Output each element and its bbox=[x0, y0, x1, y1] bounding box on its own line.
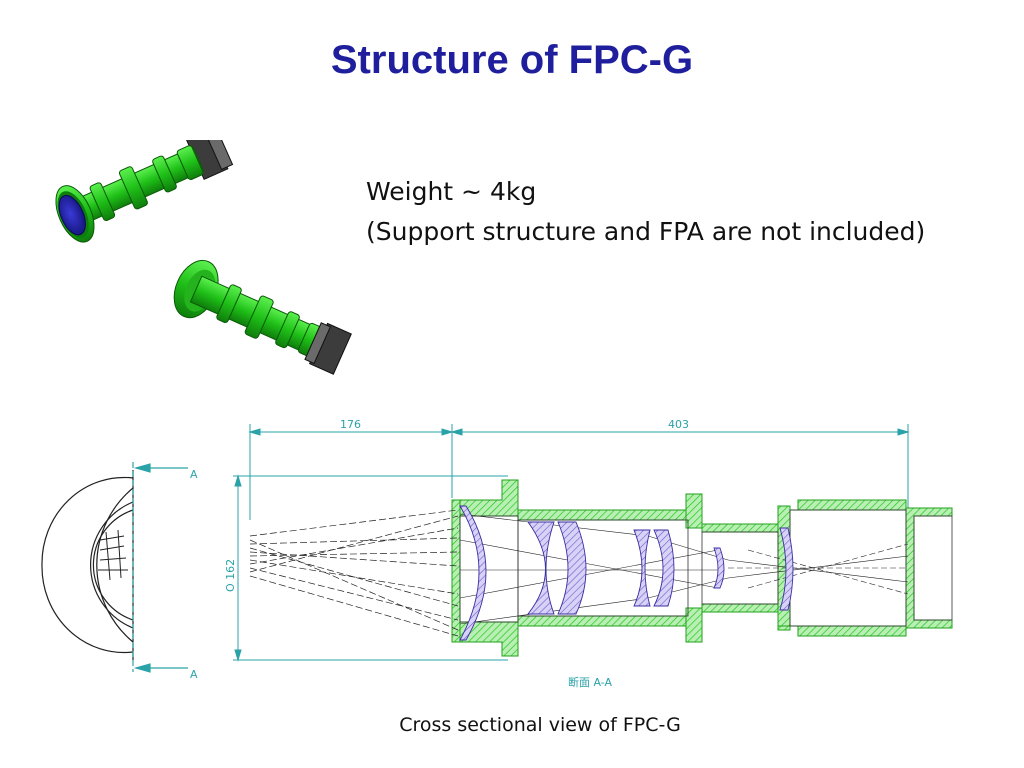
fpc-g-3d-models bbox=[55, 140, 352, 375]
section-mark-bottom: A bbox=[190, 668, 198, 681]
slide-title: Structure of FPC-G bbox=[330, 38, 694, 82]
lens-3 bbox=[557, 521, 587, 615]
section-markers bbox=[132, 462, 188, 673]
lens-7 bbox=[779, 527, 794, 611]
lens-2 bbox=[527, 521, 555, 615]
diameter-162: O 162 bbox=[224, 559, 237, 592]
section-label: 断面 A-A bbox=[568, 675, 613, 689]
weight-info: Weight ~ 4kg (Support structure and FPA … bbox=[366, 172, 925, 252]
model-upper bbox=[55, 140, 234, 243]
front-view bbox=[41, 470, 134, 660]
dimension-403: 403 bbox=[668, 418, 689, 431]
lens-5 bbox=[653, 529, 675, 607]
dimension-176: 176 bbox=[340, 418, 361, 431]
exclusion-note: (Support structure and FPA are not inclu… bbox=[366, 217, 926, 246]
ray-bundle bbox=[249, 509, 459, 637]
model-lower bbox=[173, 259, 352, 375]
lens-6 bbox=[713, 547, 725, 589]
cross-section-drawing: A A 176 403 O 162 bbox=[41, 418, 953, 689]
weight-line: Weight ~ 4kg bbox=[366, 177, 537, 206]
figure-caption: Cross sectional view of FPC-G bbox=[399, 714, 681, 736]
ray-bundle-inner bbox=[459, 513, 909, 625]
lens-elements bbox=[459, 505, 794, 641]
lens-4 bbox=[633, 529, 651, 607]
section-mark-top: A bbox=[190, 468, 198, 481]
dimension-lines bbox=[233, 424, 910, 662]
lens-1 bbox=[459, 505, 487, 641]
